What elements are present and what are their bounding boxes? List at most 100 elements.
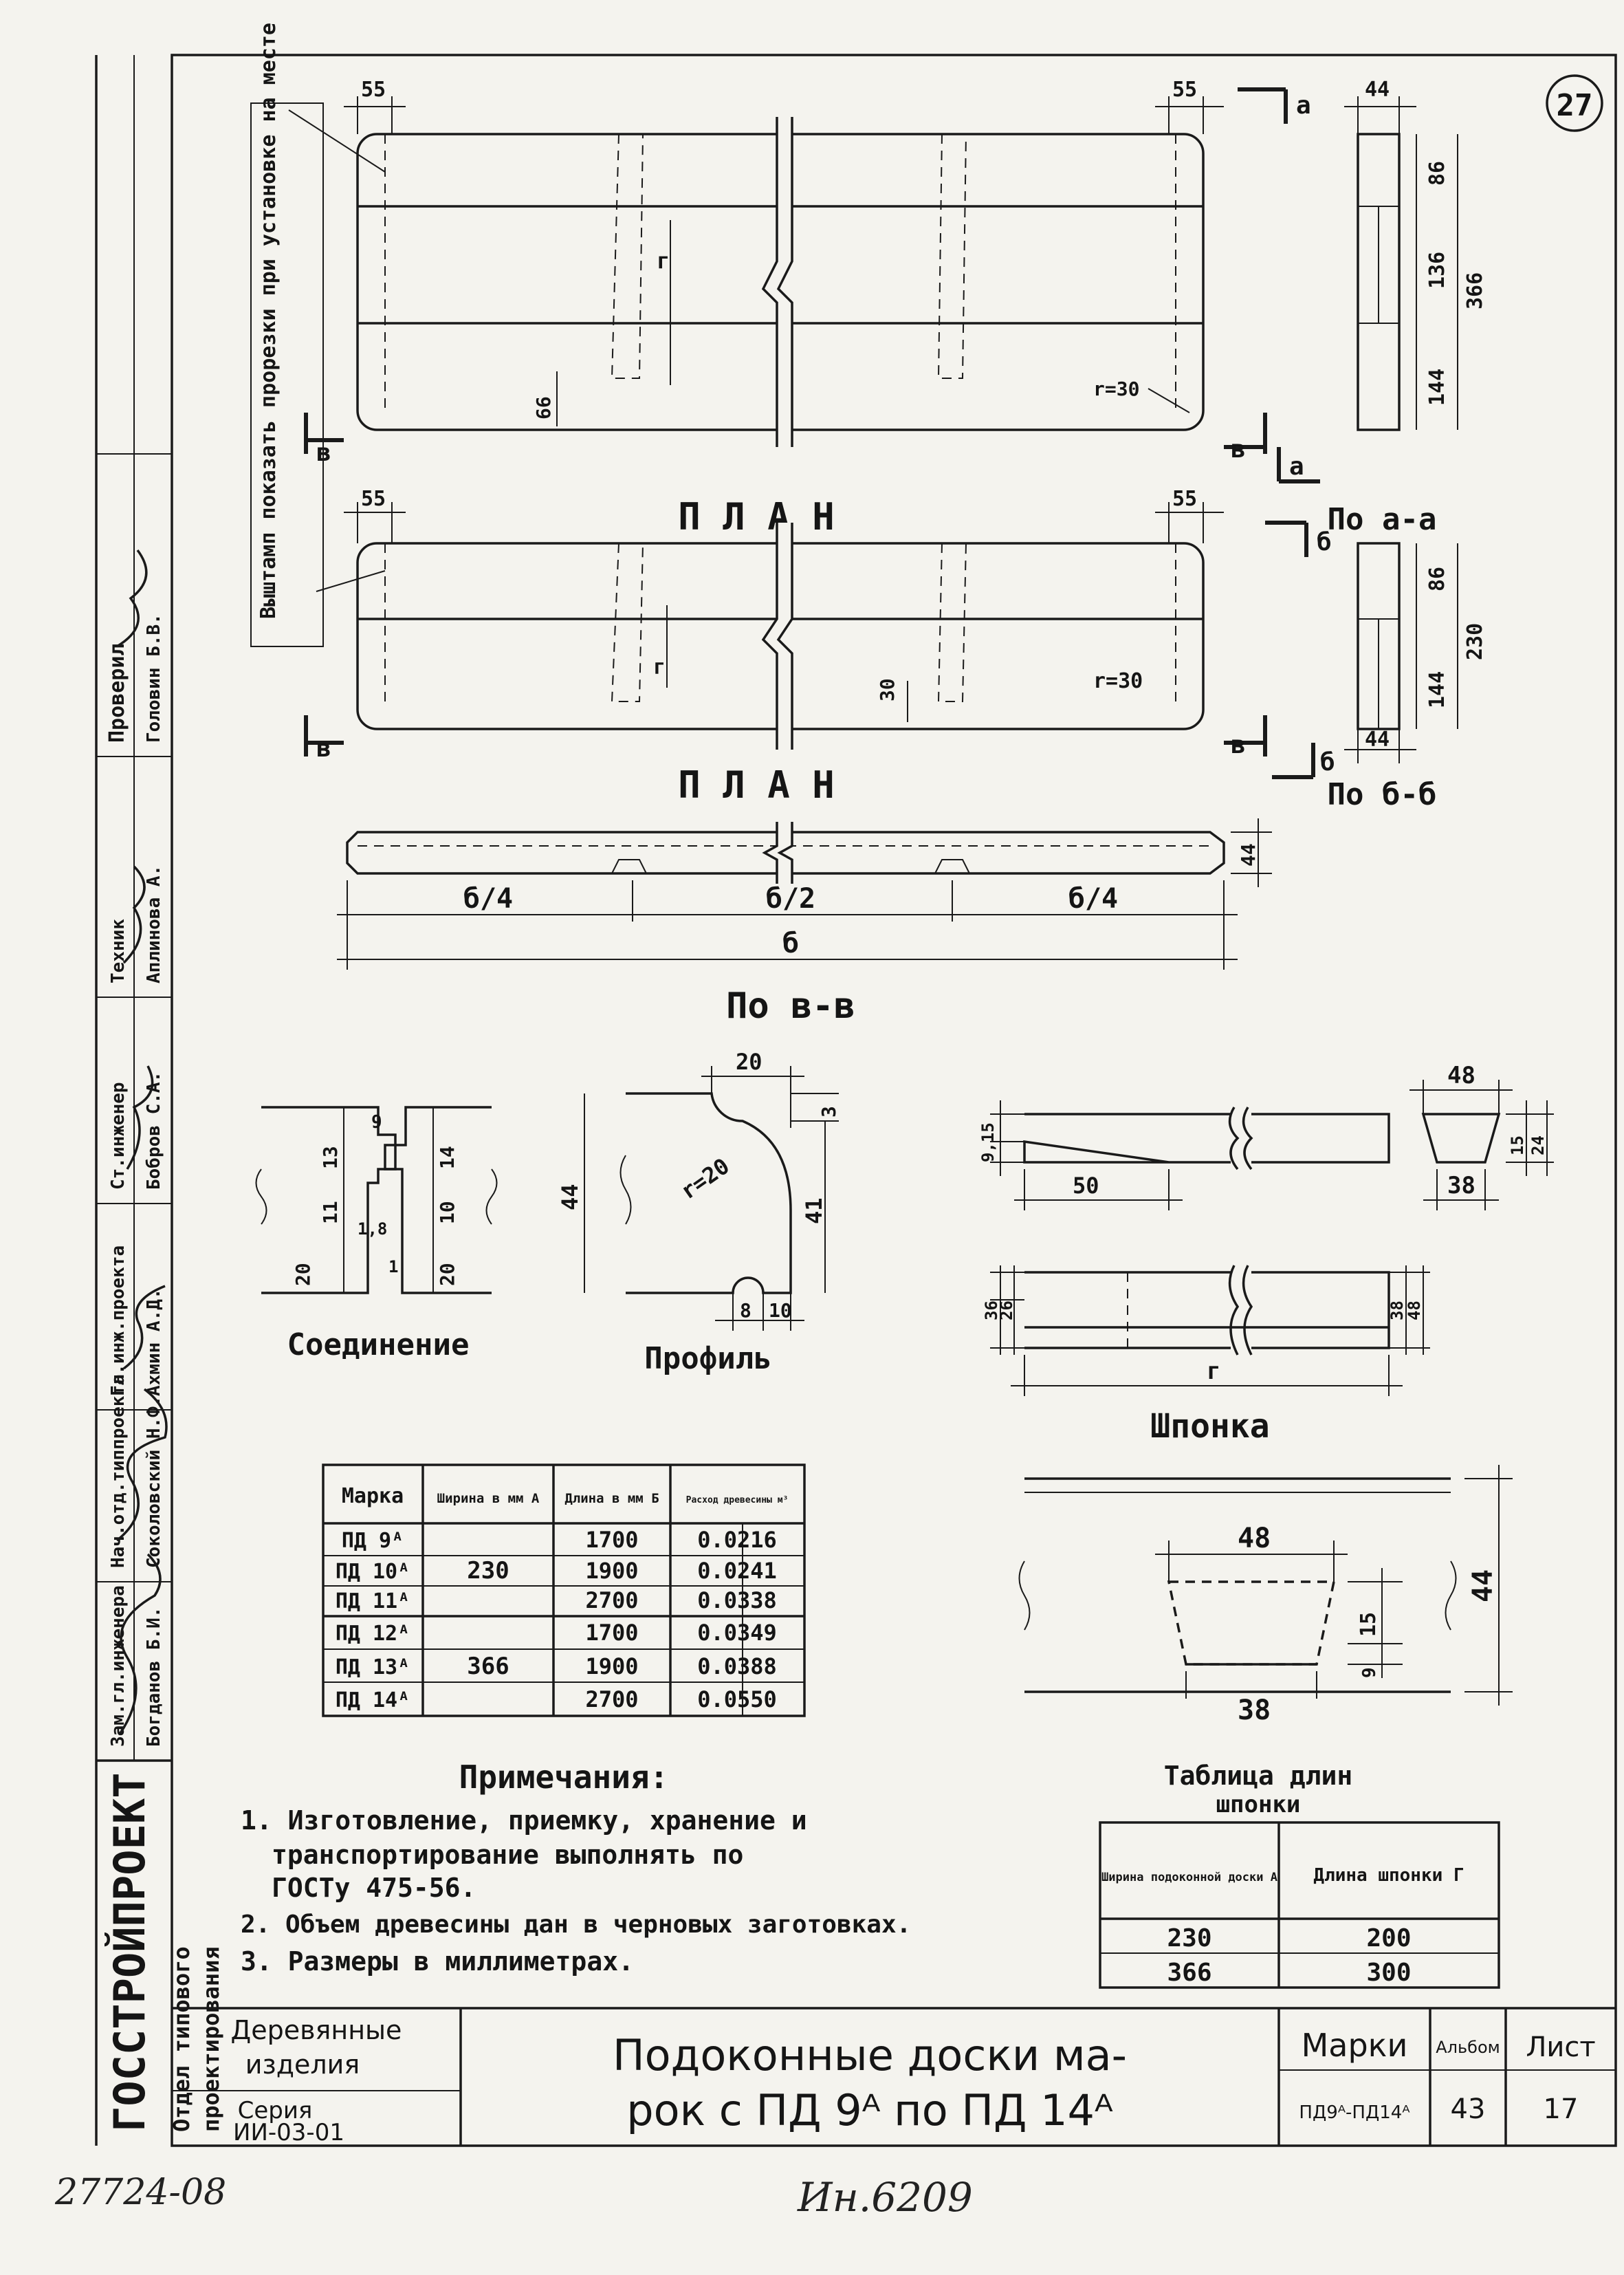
marks-table-width-366: 366: [467, 1653, 509, 1680]
dim-g-key: г: [1207, 1358, 1220, 1385]
key-table-row2-length: 300: [1366, 1959, 1411, 1987]
marks-table-row2-length: 1900: [585, 1558, 638, 1584]
marks-table-row4-mark: ПД 12ᴬ: [336, 1622, 410, 1646]
view-label-plan-bottom: П Л А Н: [678, 763, 835, 807]
dim-38-key-top: 38: [1447, 1172, 1475, 1199]
stamp-dept-1: Отдел типового: [168, 1946, 195, 2132]
notes: Примечания: 1. Изготовление, приемку, хр…: [241, 1759, 911, 1977]
title-block-category-1: Деревянные: [231, 2015, 402, 2045]
title-block-title-1: Подоконные доски ма-: [613, 2030, 1127, 2080]
notes-item-1b: транспортирование выполнять по: [272, 1840, 743, 1870]
dim-1-joint: 1: [388, 1257, 398, 1276]
archive-number: 27724-08: [54, 2172, 226, 2213]
sheet-frame: [171, 54, 1617, 2147]
title-block-album-label: Альбом: [1436, 2038, 1500, 2057]
title-block: Деревянные изделия Серия ИИ-03-01 Подоко…: [172, 2007, 1616, 2146]
stamp-role-3: Гл.инж.проекта: [108, 1245, 129, 1396]
dim-g-bottom: г: [653, 655, 666, 679]
view-label-section-bb: По б-б: [1328, 777, 1437, 812]
dim-18-joint: 1,8: [358, 1219, 387, 1239]
key-table-header-width: Ширина подоконной доски А: [1101, 1871, 1277, 1884]
plan-bottom-view: г 55 55 r=30 30 в в б б П Л А Н: [304, 487, 1335, 807]
dim-b2: б/2: [766, 883, 815, 915]
marks-table-row5-length: 1900: [585, 1653, 638, 1679]
dim-41-profile: 41: [801, 1197, 827, 1224]
stamp-name-2: Соколовский Н.Ф.: [144, 1396, 164, 1568]
dim-55-top-right: 55: [1172, 78, 1197, 102]
title-block-series-label: Серия: [238, 2097, 313, 2124]
dim-20-joint-left: 20: [292, 1263, 314, 1286]
section-vv-view: 44 б/4 б/2 б/4 б По в-в: [337, 818, 1272, 1027]
view-label-section-aa: По а-а: [1328, 502, 1437, 537]
dim-44-aa: 44: [1365, 78, 1390, 102]
dim-44-vv: 44: [1237, 843, 1260, 867]
notes-item-1c: ГОСТу 475-56.: [272, 1873, 476, 1903]
marks-table-row1-length: 1700: [585, 1527, 638, 1553]
marks-table-row4-length: 1700: [585, 1620, 638, 1646]
stamp-role-4: Ст.инженер: [108, 1082, 129, 1190]
key-table-row2-width: 366: [1167, 1959, 1211, 1987]
dim-66: 66: [532, 396, 555, 420]
title-block-sheet-value: 17: [1544, 2093, 1579, 2125]
title-block-marks-label: Марки: [1302, 2027, 1408, 2064]
signature-4: [126, 1065, 154, 1170]
leader-note-text: Выштамп показать прорезки при установке …: [256, 23, 281, 619]
marks-table-row3-volume: 0.0338: [697, 1587, 777, 1613]
key-in-board-detail: 48 38 15 9 44: [1018, 1465, 1513, 1726]
marks-table-row4-volume: 0.0349: [697, 1620, 777, 1646]
dim-24-key-top: 24: [1528, 1135, 1548, 1155]
marks-table-row1-mark: ПД 9ᴬ: [342, 1529, 404, 1553]
dim-44-bb: 44: [1365, 728, 1390, 752]
key-table-row1-length: 200: [1366, 1924, 1411, 1952]
dim-144-bb: 144: [1425, 671, 1449, 708]
dim-55-top-left: 55: [361, 78, 386, 102]
marks-table-row6-length: 2700: [585, 1686, 638, 1712]
marks-table-row2-mark: ПД 10ᴬ: [336, 1560, 410, 1584]
signature-6: [116, 549, 148, 648]
stamp-name-6: Головин Б.В.: [144, 613, 164, 743]
dim-366-aa: 366: [1463, 272, 1487, 309]
stamp-name-5: Аплинова А.: [144, 865, 164, 983]
stamp-dept-2: проектирования: [198, 1946, 224, 2132]
section-aa-view: 44 86 136 144 366 По а-а: [1328, 78, 1487, 537]
key-detail: 9,15 50 48 38 15 24 36 26: [978, 1062, 1554, 1446]
dim-13: 13: [319, 1146, 342, 1169]
dim-10-profile: 10: [769, 1299, 792, 1322]
dim-55-bottom-left: 55: [361, 487, 386, 511]
section-mark-v-top-right: в: [1231, 435, 1246, 464]
section-mark-b-top: б: [1317, 528, 1332, 556]
dim-44-large: 44: [1467, 1569, 1499, 1602]
dim-b: б: [782, 928, 799, 959]
stamp-name-3: Ахмин А.Д.: [144, 1288, 164, 1396]
view-label-key: Шпонка: [1150, 1407, 1269, 1446]
view-label-joint: Соединение: [287, 1327, 470, 1362]
notes-item-3: 3. Размеры в миллиметрах.: [241, 1946, 634, 1977]
dim-50-key: 50: [1073, 1173, 1099, 1199]
key-table-subtitle: шпонки: [1216, 1791, 1301, 1818]
dim-136-aa: 136: [1425, 252, 1449, 289]
dim-3-profile: 3: [818, 1106, 840, 1118]
dim-36-key: 36: [982, 1300, 1001, 1320]
joint-detail: 13 11 20 14 10 20 9 1,8 1 Соединение: [255, 1106, 498, 1362]
title-block-series: ИИ-03-01: [233, 2119, 344, 2146]
dim-b4-right: б/4: [1068, 883, 1118, 915]
dim-230-bb: 230: [1463, 623, 1487, 660]
dim-915-key: 9,15: [978, 1122, 998, 1162]
dim-r30-top: r=30: [1093, 378, 1139, 400]
key-table-row1-width: 230: [1167, 1924, 1211, 1952]
stamp-role-1: Зам.гл.инженера: [108, 1585, 129, 1747]
marks-table-header-width: Ширина в мм А: [437, 1491, 540, 1506]
dim-38-key-side: 38: [1387, 1300, 1407, 1320]
section-mark-v-bottom-right: в: [1231, 731, 1246, 759]
stamp-org: ГОССТРОЙПРОЕКТ: [105, 1772, 155, 2132]
view-label-profile: Профиль: [644, 1341, 771, 1376]
dim-86-aa: 86: [1425, 161, 1449, 186]
marks-table-header-length: Длина в мм Б: [564, 1491, 659, 1506]
section-bb-view: 86 144 230 44 По б-б: [1328, 542, 1487, 812]
dim-14: 14: [436, 1146, 459, 1169]
title-block-sheet-label: Лист: [1526, 2032, 1595, 2063]
title-block-album-value: 43: [1451, 2093, 1486, 2125]
title-block-category-2: изделия: [245, 2049, 360, 2080]
notes-item-1: 1. Изготовление, приемку, хранение и: [241, 1805, 807, 1836]
